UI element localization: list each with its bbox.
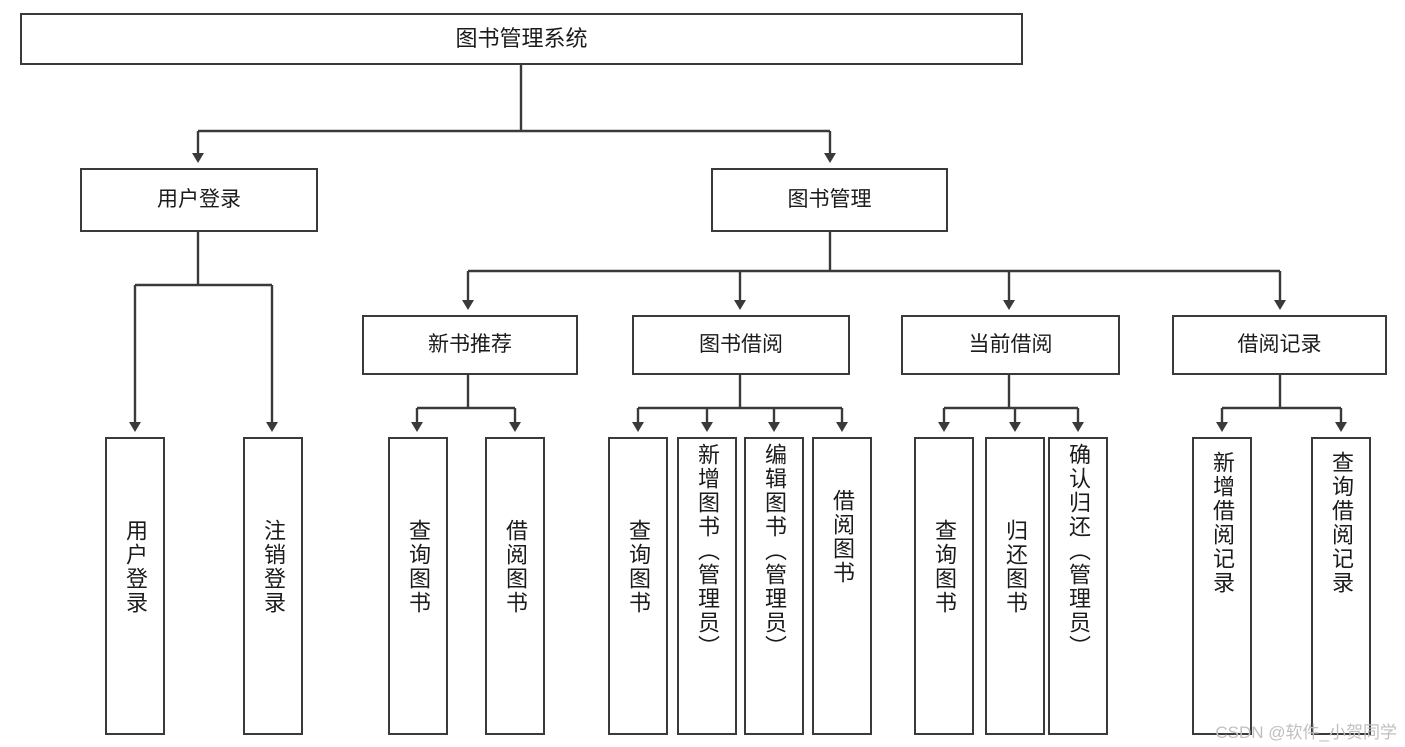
node-leaf-edit-book[interactable]: 编辑图书（管理员） <box>744 437 804 735</box>
node-leaf-user-logout[interactable]: 注销登录 <box>243 437 303 735</box>
node-new-book-recommend[interactable]: 新书推荐 <box>362 315 578 375</box>
node-label: 借阅图书 <box>830 489 855 585</box>
node-current-borrow[interactable]: 当前借阅 <box>901 315 1120 375</box>
node-leaf-query-borrow-record[interactable]: 查询借阅记录 <box>1311 437 1371 735</box>
node-book-borrow[interactable]: 图书借阅 <box>632 315 850 375</box>
node-leaf-add-book[interactable]: 新增图书（管理员） <box>677 437 737 735</box>
node-label: 查询图书 <box>932 519 957 615</box>
node-label: 查询图书 <box>406 519 431 615</box>
node-label: 新增图书（管理员） <box>695 443 720 659</box>
node-leaf-query-book-recommend[interactable]: 查询图书 <box>388 437 448 735</box>
node-book-manage[interactable]: 图书管理 <box>711 168 948 232</box>
node-leaf-borrow-book-recommend[interactable]: 借阅图书 <box>485 437 545 735</box>
node-borrow-record[interactable]: 借阅记录 <box>1172 315 1387 375</box>
node-label: 确认归还（管理员） <box>1066 443 1091 659</box>
node-label: 归还图书 <box>1003 519 1028 615</box>
node-leaf-return-book[interactable]: 归还图书 <box>985 437 1045 735</box>
node-label: 用户登录 <box>123 519 148 615</box>
node-leaf-query-book-borrow[interactable]: 查询图书 <box>608 437 668 735</box>
node-leaf-add-borrow-record[interactable]: 新增借阅记录 <box>1192 437 1252 735</box>
node-label: 当前借阅 <box>968 333 1053 357</box>
node-label: 编辑图书（管理员） <box>762 443 787 659</box>
node-leaf-user-login[interactable]: 用户登录 <box>105 437 165 735</box>
node-label: 注销登录 <box>261 519 286 615</box>
node-label: 借阅图书 <box>503 519 528 615</box>
node-user-login[interactable]: 用户登录 <box>80 168 318 232</box>
node-label: 借阅记录 <box>1237 333 1322 357</box>
node-root-system[interactable]: 图书管理系统 <box>20 13 1023 65</box>
node-label: 查询借阅记录 <box>1329 451 1354 595</box>
node-label: 用户登录 <box>157 188 241 212</box>
watermark-text: CSDN @软件_小贺同学 <box>1215 723 1397 742</box>
node-leaf-query-book-current[interactable]: 查询图书 <box>914 437 974 735</box>
node-label: 图书管理 <box>787 188 872 212</box>
node-label: 新增借阅记录 <box>1210 451 1235 595</box>
node-label: 查询图书 <box>626 519 651 615</box>
node-label: 新书推荐 <box>428 333 512 357</box>
node-leaf-confirm-return[interactable]: 确认归还（管理员） <box>1048 437 1108 735</box>
node-leaf-borrow-book[interactable]: 借阅图书 <box>812 437 872 735</box>
node-label: 图书管理系统 <box>455 25 588 51</box>
node-label: 图书借阅 <box>699 333 783 357</box>
